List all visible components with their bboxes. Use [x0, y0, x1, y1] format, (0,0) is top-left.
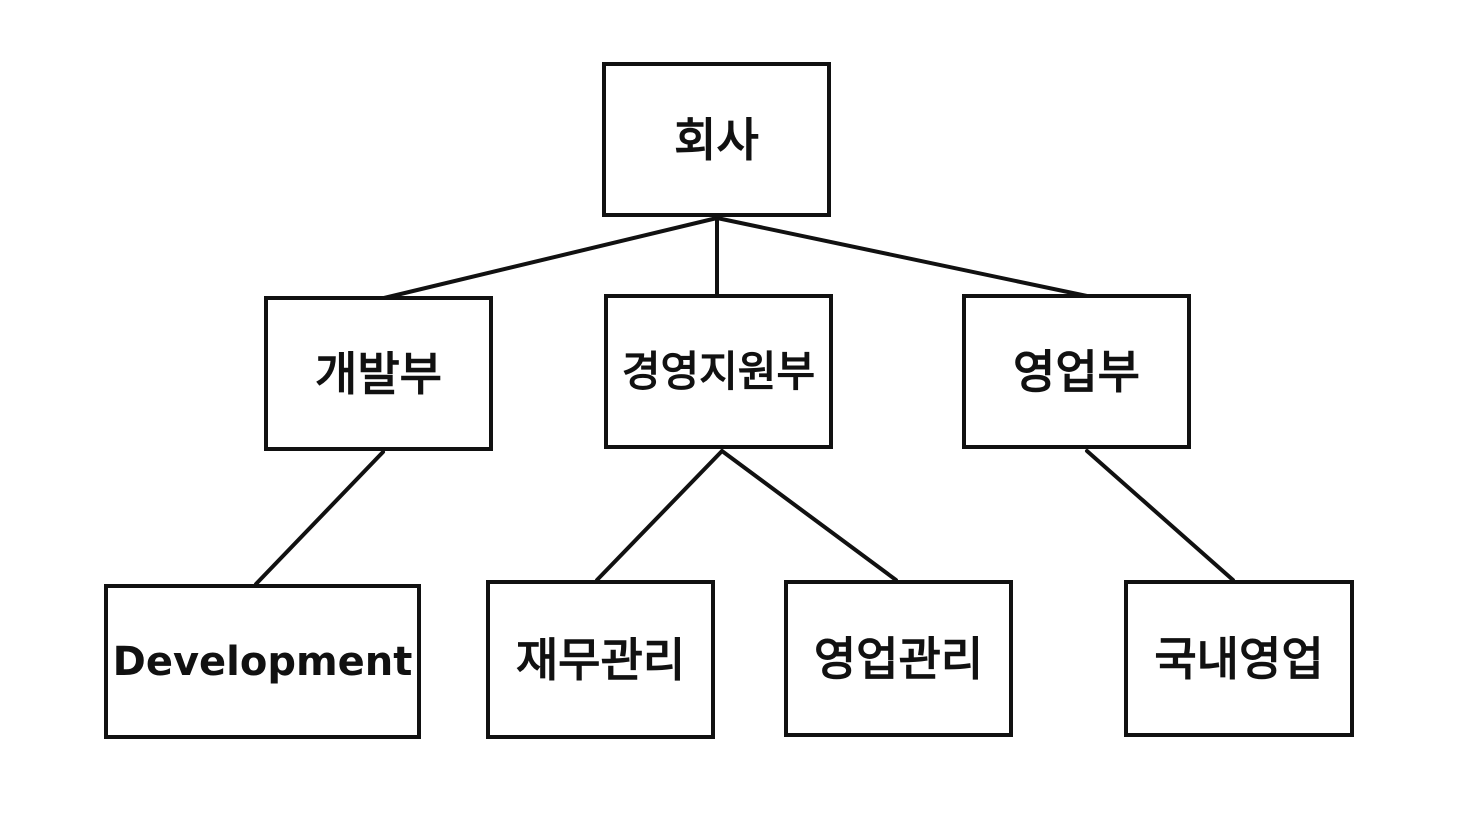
- mgmt-support-dept-node: 경영지원부: [604, 294, 833, 449]
- sales-dept-label: 영업부: [1013, 344, 1140, 399]
- dev-dept-node: 개발부: [264, 296, 493, 451]
- mgmt-support-dept-label: 경영지원부: [621, 346, 816, 396]
- company-node: 회사: [602, 62, 831, 217]
- development-label: Development: [112, 638, 413, 685]
- dev-dept-label: 개발부: [315, 346, 442, 401]
- sales-dept-node: 영업부: [962, 294, 1191, 449]
- edge-company-sales: [715, 216, 1089, 298]
- finance-mgmt-node: 재무관리: [486, 580, 715, 739]
- finance-mgmt-label: 재무관리: [515, 632, 686, 687]
- sales-mgmt-label: 영업관리: [813, 631, 984, 686]
- sales-mgmt-node: 영업관리: [784, 580, 1013, 737]
- edge-mgmt-finance: [595, 449, 724, 582]
- edge-mgmt-salesmgmt: [720, 449, 898, 582]
- domestic-sales-node: 국내영업: [1124, 580, 1354, 737]
- edge-sales-domestic: [1085, 449, 1235, 582]
- edge-dev-development: [254, 450, 385, 586]
- edge-company-dev: [382, 216, 719, 300]
- company-label: 회사: [674, 112, 759, 167]
- development-node: Development: [104, 584, 421, 739]
- domestic-sales-label: 국내영업: [1154, 631, 1324, 686]
